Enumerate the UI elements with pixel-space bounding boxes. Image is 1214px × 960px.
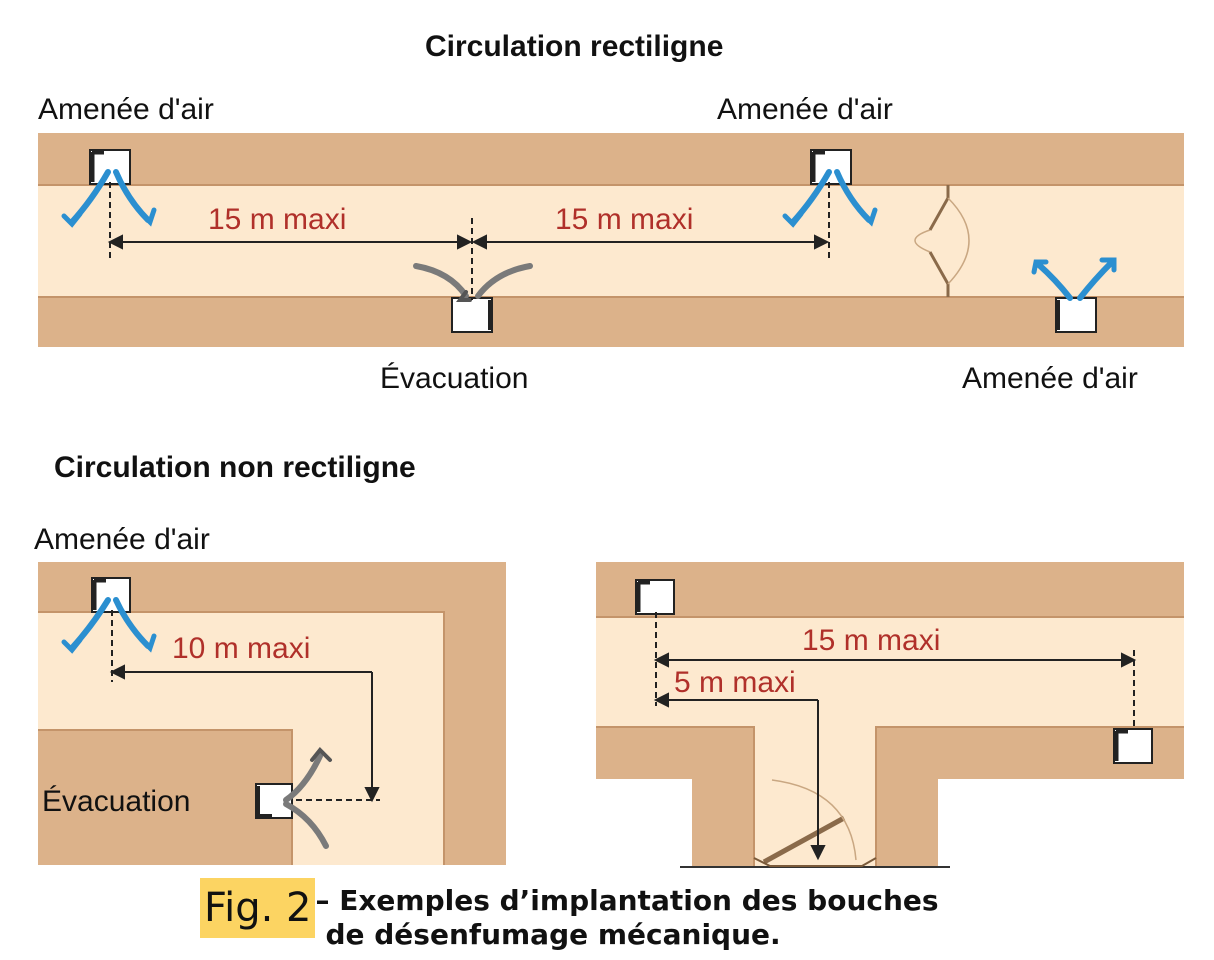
corridor-lower-wall — [38, 297, 1184, 347]
section-title-rectiligne: Circulation rectiligne — [425, 30, 723, 63]
t-shaped-corridor — [596, 562, 1184, 868]
label-inlet-top-left: Amenée d'air — [38, 93, 214, 126]
air-flow-arrow-corner — [61, 597, 157, 654]
exhaust-vent-bottom — [451, 297, 493, 333]
dimension-label-left: 15 m maxi — [208, 203, 346, 236]
door-swing — [753, 779, 877, 867]
figure-number: Fig. 2 — [200, 878, 316, 938]
air-flow-arrow-bottom-right — [1031, 257, 1117, 301]
dimension-label-corner: 10 m maxi — [172, 632, 310, 665]
air-inlet-vent-top-left — [89, 149, 131, 185]
dimension-label-long: 15 m maxi — [802, 624, 940, 657]
exhaust-vent-corner — [255, 783, 293, 819]
air-inlet-vent-top-middle — [810, 149, 852, 185]
exhaust-flow-arrow-corner — [283, 747, 332, 849]
label-inlet-corner: Amenée d'air — [34, 523, 210, 556]
corridor-upper-wall — [38, 133, 1184, 185]
double-door — [914, 185, 970, 297]
exhaust-flow-arrow — [413, 263, 533, 302]
dimension-label-short: 5 m maxi — [674, 666, 796, 699]
label-outlet-corner: Évacuation — [42, 785, 190, 818]
air-inlet-vent-t-right — [1113, 728, 1153, 764]
air-flow-arrow-top-middle — [782, 169, 878, 228]
air-inlet-vent-corner — [91, 577, 131, 613]
exhaust-vent-t-top — [635, 579, 675, 615]
label-outlet-top: Évacuation — [380, 362, 528, 395]
section-title-non-rectiligne: Circulation non rectiligne — [54, 451, 416, 484]
air-inlet-vent-bottom-right — [1055, 297, 1097, 333]
label-inlet-bottom-right: Amenée d'air — [962, 362, 1138, 395]
label-inlet-top-right: Amenée d'air — [717, 93, 893, 126]
dimension-lines-top — [107, 182, 830, 300]
caption-line-2: de désenfumage mécanique. — [325, 918, 781, 951]
dimension-label-right: 15 m maxi — [555, 203, 693, 236]
straight-corridor — [38, 133, 1184, 347]
figure-caption: Fig. 2– Exemples d’implantation des bouc… — [200, 878, 939, 952]
dimension-lines-corner — [109, 610, 380, 803]
air-flow-arrow-top-left — [61, 169, 157, 228]
dimension-lines-t — [653, 612, 1137, 861]
caption-line-1: – Exemples d’implantation des bouches — [315, 884, 939, 917]
